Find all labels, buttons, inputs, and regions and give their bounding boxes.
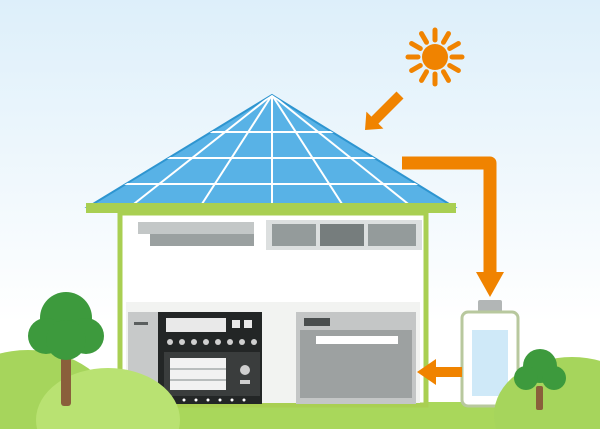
sun-icon [405, 27, 465, 87]
cabinet-handle [134, 322, 148, 325]
microwave-button [240, 380, 250, 384]
right-greenery [494, 349, 600, 429]
battery-arrow-head [417, 359, 436, 385]
oven-button [244, 320, 252, 328]
sun-rays [405, 27, 465, 87]
oven-knob-row [167, 339, 257, 345]
range-hood [138, 222, 254, 246]
tree-trunk [536, 386, 543, 410]
battery [460, 300, 520, 408]
upper-windows [266, 220, 422, 250]
sun-disc [422, 44, 448, 70]
tree-trunk [61, 350, 71, 406]
roof-to-battery-arrow-icon [402, 156, 504, 297]
dishwasher [296, 312, 416, 404]
window-pane [272, 224, 316, 246]
roof-to-battery-arrow-head [476, 272, 504, 297]
window-pane [320, 224, 364, 246]
kitchen-unit [128, 312, 262, 404]
battery-to-appliance-arrow-icon [417, 359, 462, 385]
bush [36, 368, 180, 429]
tree-foliage [514, 349, 566, 390]
microwave-knob [240, 365, 250, 375]
left-greenery [0, 292, 180, 429]
dishwasher-badge [304, 318, 330, 326]
roof-to-battery-arrow-shaft [402, 156, 497, 276]
dishwasher-handle-slot [316, 336, 398, 344]
battery-arrow-shaft [436, 367, 462, 377]
microwave-door [170, 358, 226, 390]
range-hood-duct [150, 234, 254, 246]
roof-eave [86, 203, 456, 213]
oven-button [232, 320, 240, 328]
sunlight-arrow-icon [365, 91, 404, 130]
oven-display [166, 318, 226, 332]
battery-level-window [472, 330, 508, 396]
range-hood-top [138, 222, 254, 234]
tree-foliage [28, 292, 104, 360]
window-pane [368, 224, 416, 246]
